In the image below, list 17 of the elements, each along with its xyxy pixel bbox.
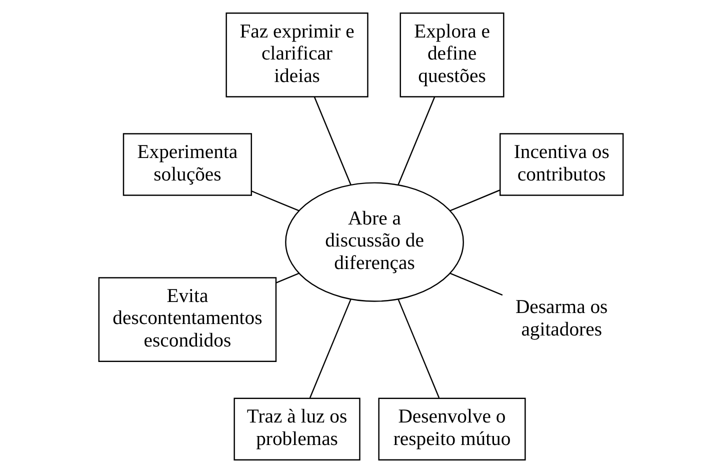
node-text: Desarma os agitadores	[515, 296, 608, 340]
connector	[398, 96, 436, 186]
node-box: Explora e define questões	[400, 12, 504, 98]
connector	[450, 272, 503, 296]
connector	[450, 190, 500, 212]
node-box: Faz exprimir e clarificar ideias	[226, 12, 368, 98]
node-box: Traz à luz os problemas	[234, 398, 360, 460]
connector	[309, 298, 352, 398]
node-box: Incentiva os contributos	[500, 133, 624, 196]
connector	[276, 272, 300, 284]
connector	[398, 298, 440, 398]
node-box: Experimenta soluções	[122, 133, 252, 196]
connector	[252, 190, 300, 212]
node-box: Desenvolve o respeito mútuo	[378, 398, 526, 460]
node-box: Evita descontentamentos escondidos	[98, 277, 277, 362]
connector	[314, 96, 352, 186]
node-ellipse: Abre a discussão de diferenças	[285, 182, 464, 302]
